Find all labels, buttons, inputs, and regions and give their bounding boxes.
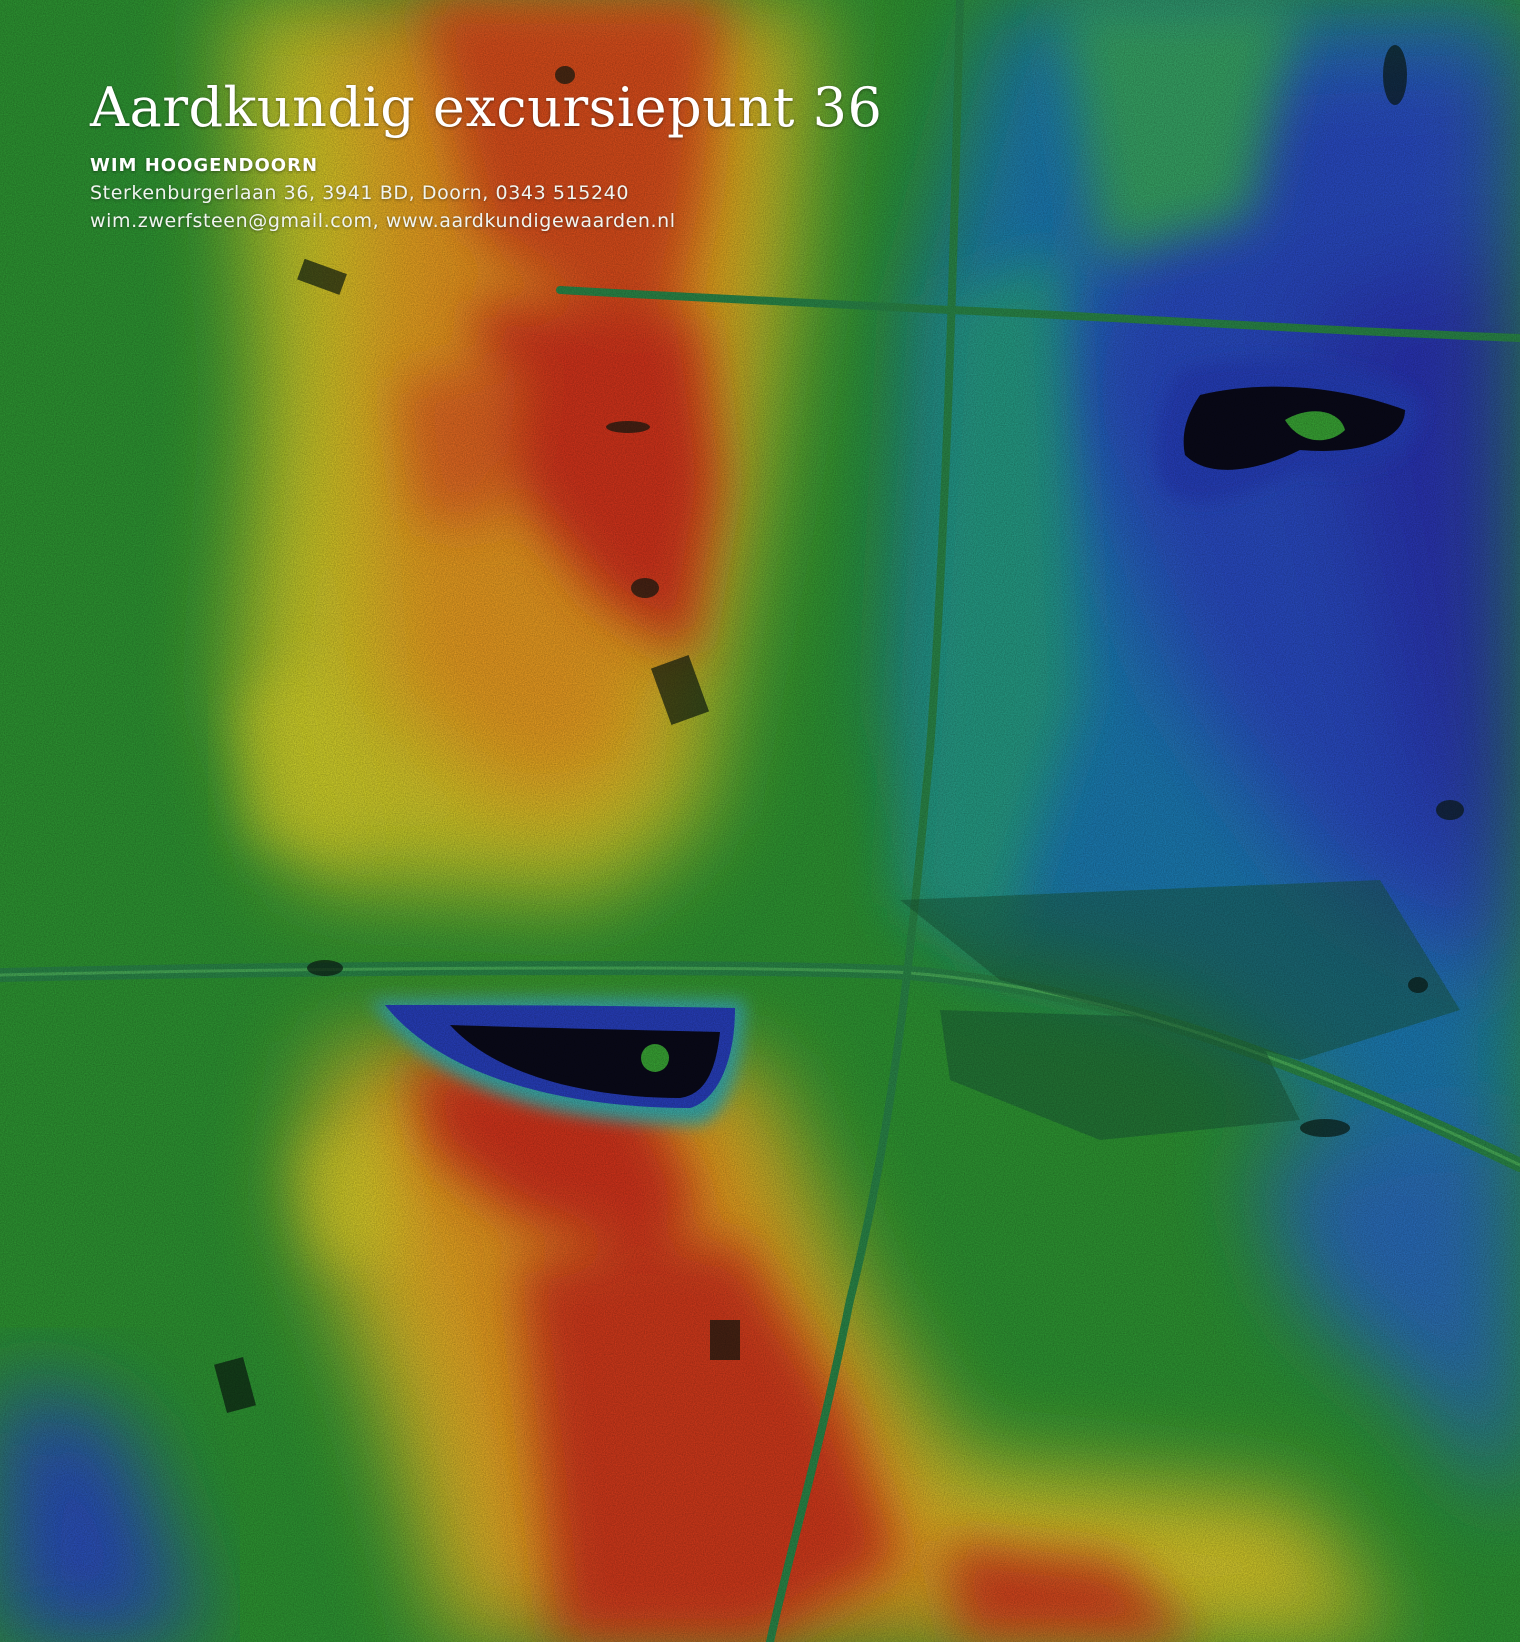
article-header: Aardkundig excursiepunt 36 WIM HOOGENDOO… — [90, 78, 990, 238]
page-title: Aardkundig excursiepunt 36 — [90, 76, 883, 139]
author-name: WIM HOOGENDOORN — [90, 155, 319, 177]
author-address: Sterkenburgerlaan 36, 3941 BD, Doorn, 03… — [90, 182, 630, 205]
author-contact: wim.zwerfsteen@gmail.com, www.aardkundig… — [90, 210, 676, 233]
